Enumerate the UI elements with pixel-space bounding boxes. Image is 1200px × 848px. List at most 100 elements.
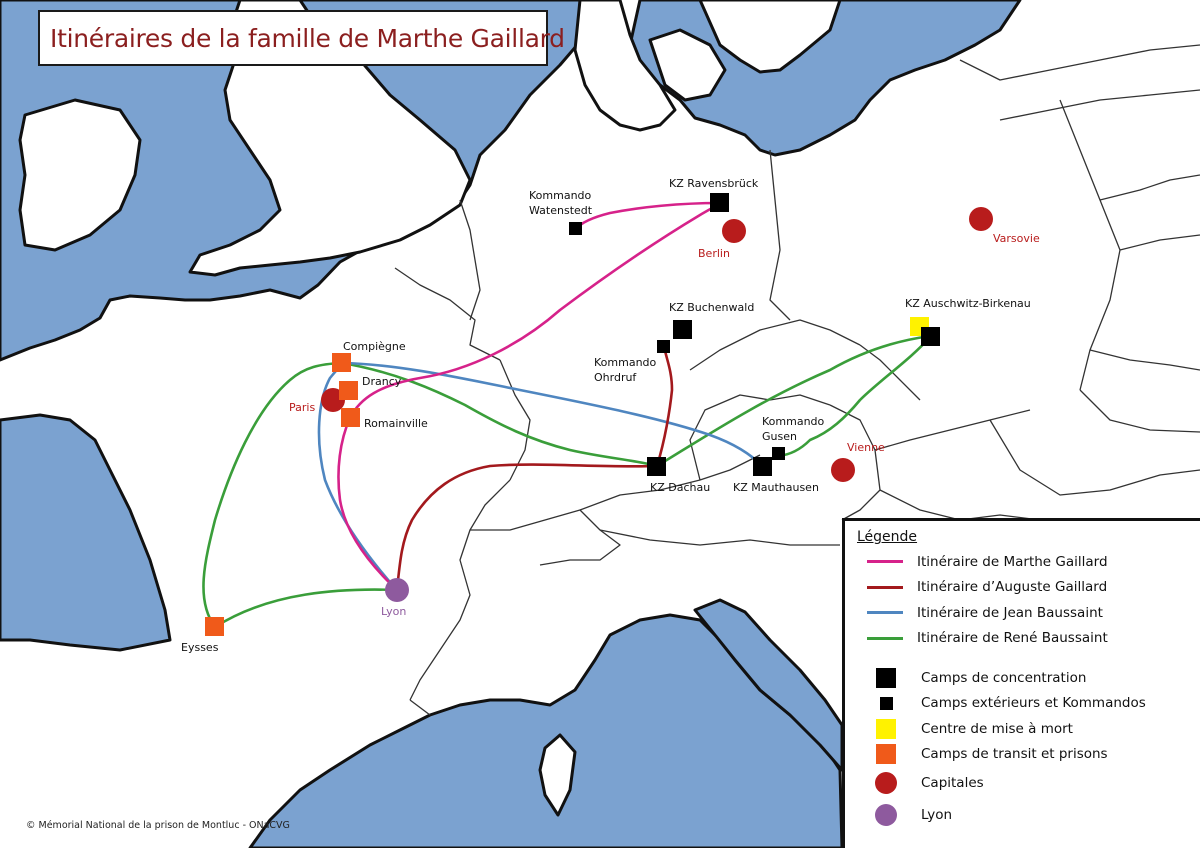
border-east-3 [1089, 349, 1200, 371]
legend-label-kommandos: Camps extérieurs et Kommandos [921, 695, 1146, 712]
border-france-belgium [394, 267, 501, 361]
kommando-gusen [772, 447, 785, 460]
denmark [573, 0, 677, 132]
legend-item-capitales: Capitales [857, 767, 1200, 799]
legend-label-capitales: Capitales [921, 775, 984, 791]
border-baltic-states [959, 44, 1200, 81]
killing-centre-square-icon [876, 718, 896, 739]
danish-islands [648, 28, 727, 102]
route-marthe-gaillard [337, 201, 722, 592]
kommando-watenstedt [569, 222, 582, 235]
legend-line-rene [867, 636, 903, 640]
route-auguste-gaillard [395, 344, 674, 592]
corsica [538, 733, 577, 817]
legend-line-marthe [867, 560, 903, 564]
legend-line-auguste [867, 585, 903, 589]
lyon-circle-icon [875, 804, 897, 826]
label-ohrdruf-2: Ohrdruf [594, 371, 637, 384]
legend-sym-wrap-capitales [861, 772, 911, 794]
bay-of-biscay [0, 413, 172, 652]
legend-item-camps: Camps de concentration [857, 665, 1200, 691]
border-italy-france-south [409, 699, 431, 716]
legend-gap [857, 651, 1200, 665]
border-east-2 [1119, 234, 1200, 251]
scandinavia [698, 0, 842, 74]
place-labels: KZ Ravensbrück Kommando Watenstedt Berli… [181, 177, 1040, 654]
legend-sym-wrap-lyon [861, 804, 911, 826]
legend-item-marthe: Itinéraire de Marthe Gaillard [857, 549, 1200, 575]
label-gusen-2: Gusen [762, 430, 797, 443]
transit-compiegne [332, 353, 351, 372]
label-ravensbruck: KZ Ravensbrück [669, 177, 759, 190]
label-berlin: Berlin [698, 247, 730, 260]
itinerary-routes [202, 201, 933, 629]
border-slovakia-hungary [874, 409, 1031, 451]
legend-item-lyon: Lyon [857, 799, 1200, 831]
camp-auschwitz-birkenau [921, 327, 940, 346]
label-vienne: Vienne [847, 441, 885, 454]
label-ohrdruf-1: Kommando [594, 356, 657, 369]
legend-sym-wrap-kommandos [861, 696, 911, 710]
legend-label-rene: Itinéraire de René Baussaint [917, 630, 1108, 647]
label-watenstedt-2: Watenstedt [529, 204, 593, 217]
transit-square-icon [876, 744, 896, 765]
legend-sym-wrap-mise-a-mort [861, 718, 911, 739]
legend-title: Légende [857, 529, 918, 545]
map-symbols [205, 193, 993, 636]
lyon-marker [385, 578, 409, 602]
capital-varsovie [969, 207, 993, 231]
camp-buchenwald [673, 320, 692, 339]
legend-label-jean: Itinéraire de Jean Baussaint [917, 604, 1103, 621]
border-germany-czech [689, 394, 831, 481]
label-varsovie: Varsovie [993, 232, 1040, 245]
label-drancy: Drancy [362, 375, 402, 388]
capital-berlin [722, 219, 746, 243]
transit-romainville [341, 408, 360, 427]
border-baltic-states-2 [999, 89, 1200, 121]
label-mauthausen: KZ Mauthausen [733, 481, 819, 494]
legend-sym-wrap-camps [861, 667, 911, 688]
border-france-switzerland-italy [409, 479, 511, 701]
legend-sym-wrap-transit [861, 744, 911, 765]
transit-drancy [339, 381, 358, 400]
label-watenstedt-1: Kommando [529, 189, 592, 202]
legend-item-mise-a-mort: Centre de mise à mort [857, 716, 1200, 742]
transit-eysses [205, 617, 224, 636]
border-benelux-germany [459, 199, 481, 321]
border-austria-hungary [829, 404, 881, 521]
legend-label-camps: Camps de concentration [921, 669, 1087, 686]
legend-label-transit: Camps de transit et prisons [921, 746, 1108, 763]
legend-item-jean: Itinéraire de Jean Baussaint [857, 600, 1200, 626]
label-auschwitz: KZ Auschwitz-Birkenau [905, 297, 1031, 310]
route-jean-baussaint [317, 361, 765, 592]
legend-item-kommandos: Camps extérieurs et Kommandos [857, 691, 1200, 717]
legend-item-transit: Camps de transit et prisons [857, 742, 1200, 768]
border-germany-austria [579, 454, 761, 511]
label-paris: Paris [289, 401, 315, 414]
camp-square-icon [876, 667, 896, 688]
legend-label-marthe: Itinéraire de Marthe Gaillard [917, 553, 1108, 570]
border-east-4 [1079, 389, 1200, 433]
border-austria-italy [599, 529, 840, 546]
label-gusen-1: Kommando [762, 415, 825, 428]
legend-label-lyon: Lyon [921, 807, 953, 823]
camp-dachau [647, 457, 666, 476]
label-buchenwald: KZ Buchenwald [669, 301, 754, 314]
copyright-notice: © Mémorial National de la prison de Mont… [26, 820, 290, 831]
border-czech-north [689, 319, 861, 371]
ireland [18, 98, 142, 252]
label-dachau: KZ Dachau [650, 481, 710, 494]
camp-ravensbruck [710, 193, 729, 212]
label-compiegne: Compiègne [343, 340, 406, 353]
legend-line-jean [867, 611, 903, 615]
kommando-square-icon [879, 696, 893, 710]
capital-circle-icon [875, 772, 897, 794]
map-title-box: Itinéraires de la famille de Marthe Gail… [38, 10, 565, 66]
border-france-germany [499, 359, 531, 481]
route-rene-baussaint [202, 334, 933, 629]
border-east-1 [1099, 174, 1200, 201]
legend-item-rene: Itinéraire de René Baussaint [857, 626, 1200, 652]
kommando-ohrdruf [657, 340, 670, 353]
